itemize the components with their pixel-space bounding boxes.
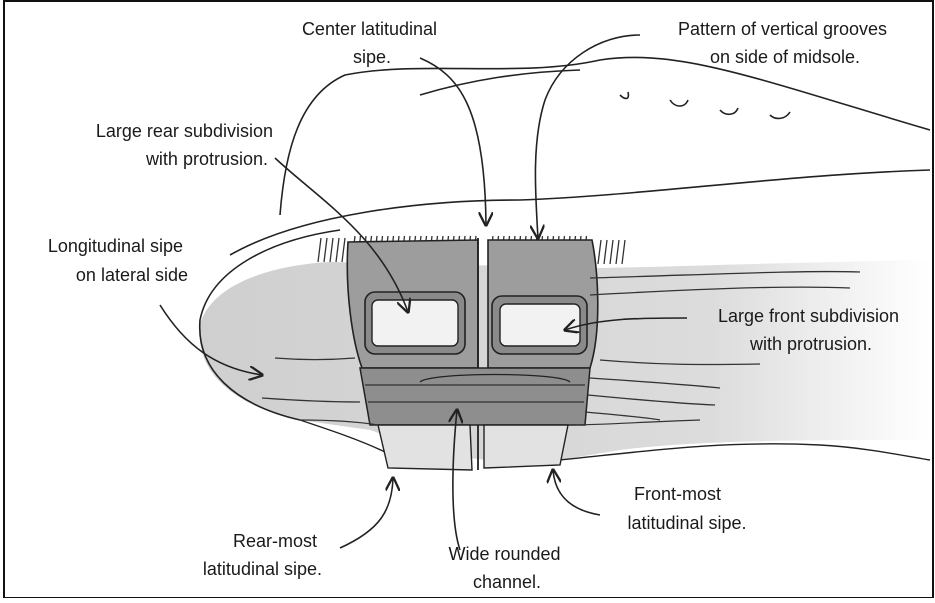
center-sipe-arrow (420, 58, 486, 225)
groove-line (622, 240, 625, 264)
label-rear-subdivision-line1: Large rear subdivision (96, 121, 273, 141)
label-rear-subdivision: Large rear subdivision with protrusion. (96, 121, 278, 169)
label-vertical-grooves: Pattern of vertical grooves on side of m… (678, 19, 892, 67)
label-rear-most-sipe-line2: latitudinal sipe. (203, 559, 322, 579)
label-wide-channel: Wide rounded channel. (448, 544, 565, 592)
groove-line (324, 238, 327, 262)
label-wide-channel-line1: Wide rounded (448, 544, 560, 564)
label-front-most-sipe: Front-most latitudinal sipe. (627, 484, 746, 533)
groove-line (330, 238, 333, 262)
label-front-most-sipe-line1: Front-most (634, 484, 721, 504)
label-rear-most-sipe-line1: Rear-most (233, 531, 317, 551)
shoe-upper (230, 57, 930, 255)
label-longitudinal-sipe-line1: Longitudinal sipe (48, 236, 183, 256)
label-wide-channel-line2: channel. (473, 572, 541, 592)
label-center-sipe-line2: sipe. (353, 47, 391, 67)
label-rear-subdivision-line2: with protrusion. (145, 149, 268, 169)
vertical-grooves-arrow (535, 35, 640, 238)
label-front-subdivision-line2: with protrusion. (749, 334, 872, 354)
label-center-sipe-line1: Center latitudinal (302, 19, 437, 39)
label-longitudinal-sipe-line2: on lateral side (76, 265, 188, 285)
rear-most-sipe-arrow (340, 478, 393, 548)
label-longitudinal-sipe: Longitudinal sipe on lateral side (48, 236, 188, 285)
label-vertical-grooves-line1: Pattern of vertical grooves (678, 19, 887, 39)
groove-line (342, 238, 345, 262)
groove-line (610, 240, 613, 264)
label-front-most-sipe-line2: latitudinal sipe. (627, 513, 746, 533)
label-center-sipe: Center latitudinal sipe. (302, 19, 442, 67)
front-most-sipe-arrow (553, 470, 600, 515)
groove-line (616, 240, 619, 264)
label-front-subdivision-line1: Large front subdivision (718, 306, 899, 326)
label-rear-most-sipe: Rear-most latitudinal sipe. (203, 531, 322, 579)
label-vertical-grooves-line2: on side of midsole. (710, 47, 860, 67)
groove-line (336, 238, 339, 262)
groove-line (598, 240, 601, 264)
groove-line (318, 238, 321, 262)
groove-line (604, 240, 607, 264)
